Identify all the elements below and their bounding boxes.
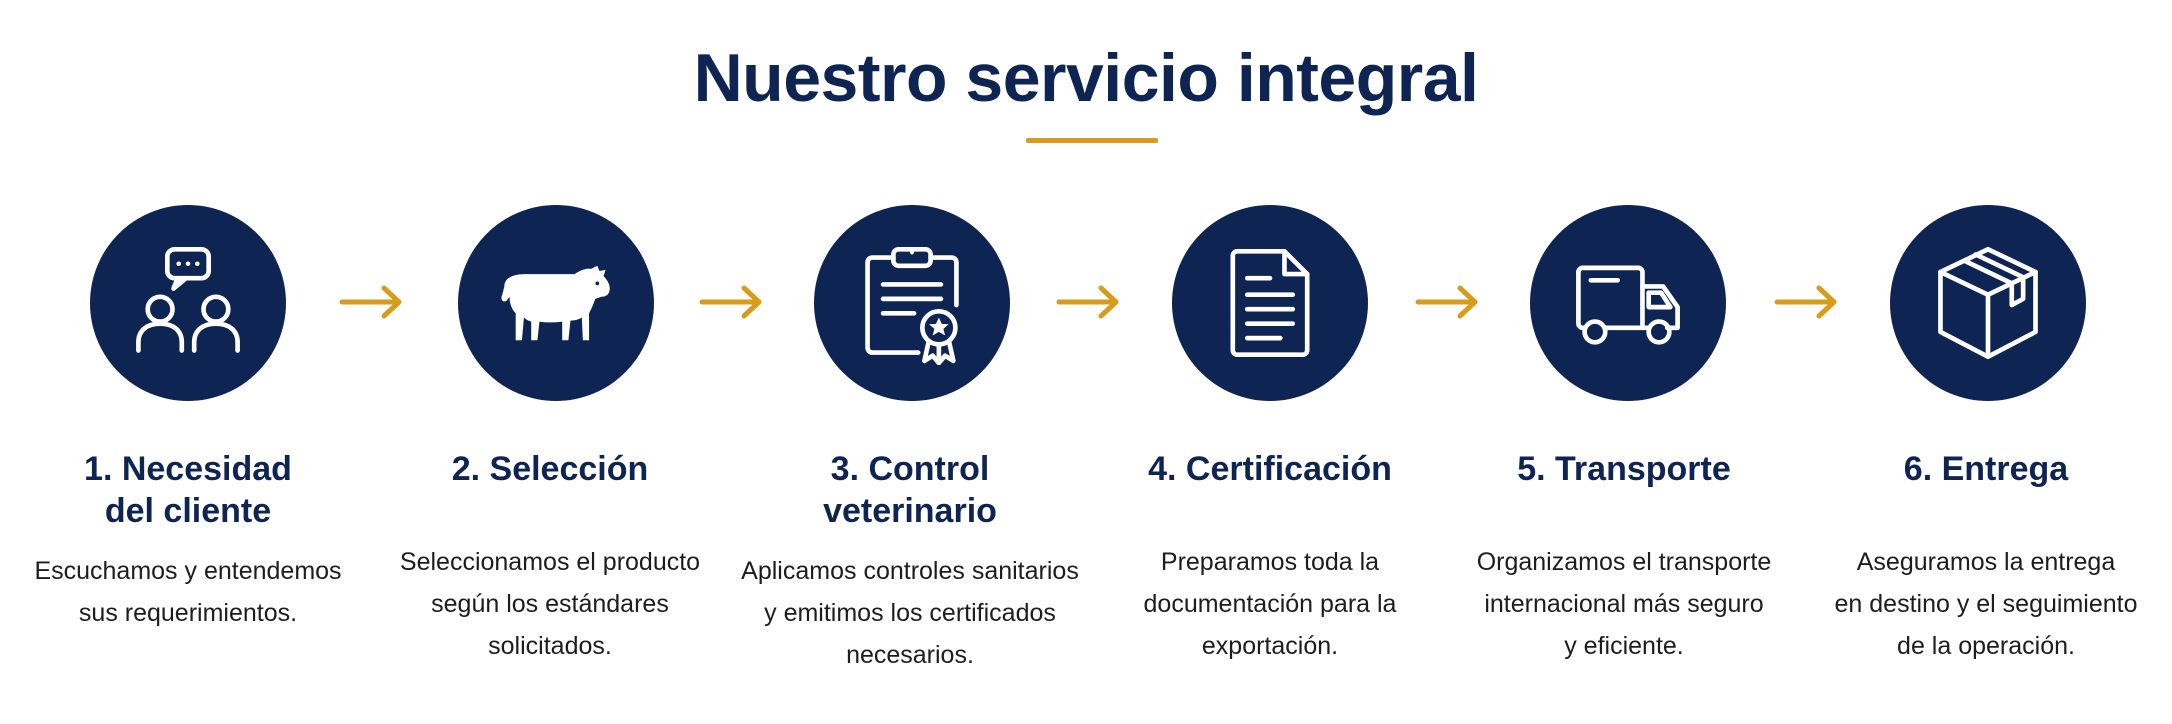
step-5-desc-line1: Organizamos el transporte — [1476, 548, 1772, 576]
step-4: 4. Certificación Preparamos toda la docu… — [1090, 0, 1450, 724]
step-5-title-line1: 5. Transporte — [1517, 450, 1731, 488]
step-1-title: 1. Necesidad del cliente — [8, 448, 368, 532]
step-3-title-line2: veterinario — [823, 492, 997, 530]
step-2-desc-line1: Seleccionamos el producto — [399, 548, 701, 576]
step-4-title: 4. Certificación — [1090, 448, 1450, 490]
arrow-2-icon — [699, 285, 762, 319]
step-3-title-line1: 3. Control — [830, 450, 990, 488]
step-4-desc-line3: exportación. — [1201, 632, 1339, 660]
step-6-title-line1: 6. Entrega — [1903, 450, 2069, 488]
step-3-description: Aplicamos controles sanitarios y emitimo… — [730, 550, 1090, 676]
truck-icon — [1576, 265, 1680, 345]
step-5-circle — [1530, 205, 1726, 401]
step-2-description: Seleccionamos el producto según los está… — [370, 541, 730, 667]
step-3: 3. Control veterinario Aplicamos control… — [730, 0, 1090, 724]
page-title: Nuestro servicio integral — [693, 40, 1479, 116]
cow-icon — [501, 265, 610, 341]
step-6-title: 6. Entrega — [1806, 448, 2166, 490]
step-5-desc-line2: internacional más seguro — [1484, 590, 1764, 618]
step-3-desc-line2: y emitimos los certificados — [764, 599, 1056, 627]
arrow-1-icon — [339, 285, 402, 319]
step-1-desc-line2: sus requerimientos. — [78, 599, 298, 627]
step-1: 1. Necesidad del cliente Escuchamos y en… — [8, 0, 368, 724]
step-1-title-line2: del cliente — [104, 492, 272, 530]
document-icon — [1230, 249, 1310, 357]
step-2: 2. Selección Seleccionamos el producto s… — [370, 0, 730, 724]
step-6-circle — [1890, 205, 2086, 401]
people-chat-icon — [136, 246, 240, 353]
step-3-title: 3. Control veterinario — [730, 448, 1090, 532]
step-6-desc-line3: de la operación. — [1897, 632, 2075, 660]
step-5: 5. Transporte Organizamos el transporte … — [1444, 0, 1804, 724]
step-4-title-line1: 4. Certificación — [1148, 450, 1392, 488]
step-5-desc-line3: y eficiente. — [1564, 632, 1684, 660]
step-4-description: Preparamos toda la documentación para la… — [1090, 541, 1450, 667]
arrow-5-icon — [1774, 285, 1837, 319]
step-5-description: Organizamos el transporte internacional … — [1444, 541, 1804, 667]
step-2-desc-line2: según los estándares — [431, 590, 669, 618]
step-2-title: 2. Selección — [370, 448, 730, 490]
step-3-circle — [814, 205, 1010, 401]
step-2-desc-line3: solicitados. — [488, 632, 612, 660]
step-4-circle — [1172, 205, 1368, 401]
step-6-desc-line2: en destino y el seguimiento — [1834, 590, 2138, 618]
arrow-3-icon — [1056, 285, 1119, 319]
step-6: 6. Entrega Aseguramos la entrega en dest… — [1806, 0, 2166, 724]
clipboard-certificate-icon — [865, 246, 959, 365]
arrow-4-icon — [1415, 285, 1478, 319]
step-2-title-line1: 2. Selección — [451, 450, 649, 488]
step-1-circle — [90, 205, 286, 401]
step-1-description: Escuchamos y entendemos sus requerimient… — [8, 550, 368, 634]
step-1-title-line1: 1. Necesidad — [84, 450, 292, 488]
step-3-desc-line1: Aplicamos controles sanitarios — [741, 557, 1079, 585]
title-underline — [1026, 138, 1158, 143]
step-4-desc-line2: documentación para la — [1143, 590, 1397, 618]
box-icon — [1938, 246, 2038, 360]
step-3-desc-line3: necesarios. — [846, 641, 974, 669]
step-4-desc-line1: Preparamos toda la — [1160, 548, 1380, 576]
step-5-title: 5. Transporte — [1444, 448, 1804, 490]
step-1-desc-line1: Escuchamos y entendemos — [34, 557, 342, 585]
step-6-desc-line1: Aseguramos la entrega — [1856, 548, 2116, 576]
step-6-description: Aseguramos la entrega en destino y el se… — [1806, 541, 2166, 667]
step-2-circle — [458, 205, 654, 401]
